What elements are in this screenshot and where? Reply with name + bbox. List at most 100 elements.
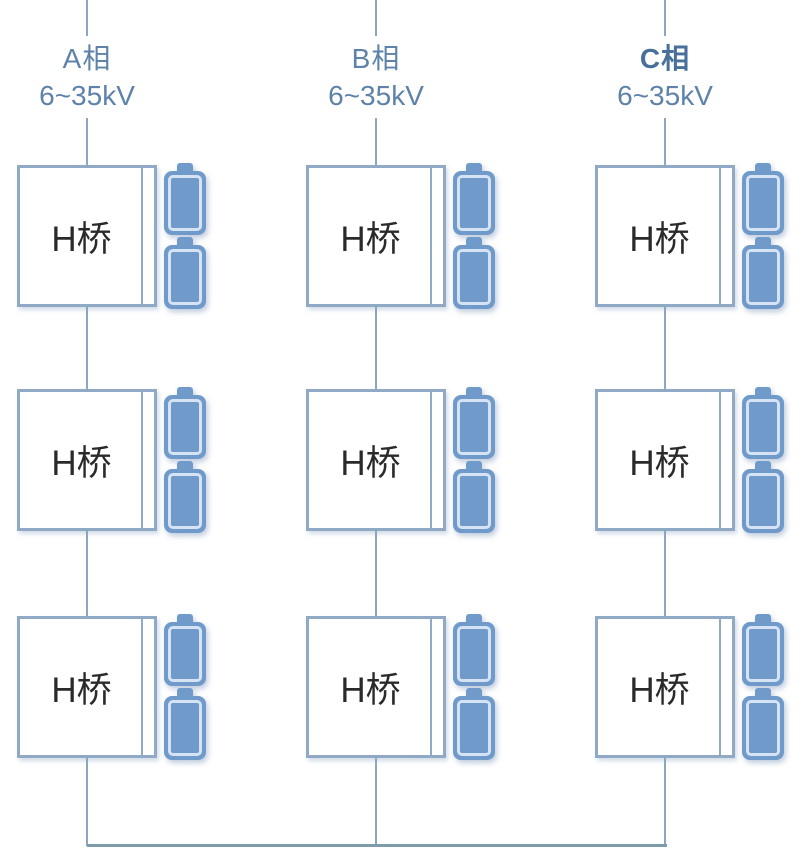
battery-body bbox=[164, 469, 206, 533]
h-bridge-box: H桥 bbox=[595, 165, 735, 307]
battery-terminal bbox=[177, 387, 193, 395]
battery-terminal bbox=[177, 461, 193, 469]
h-bridge-label: H桥 bbox=[629, 670, 690, 710]
battery-terminal bbox=[755, 461, 771, 469]
battery-body bbox=[742, 245, 784, 309]
phase-b-module-2: H桥 bbox=[306, 387, 496, 533]
battery-terminal bbox=[466, 614, 482, 622]
phase-c-series-link-1 bbox=[664, 306, 666, 390]
battery-icon bbox=[742, 387, 784, 459]
dc-link-divider bbox=[430, 619, 432, 755]
battery-body bbox=[742, 696, 784, 760]
phase-b-neutral-link bbox=[375, 757, 377, 846]
battery-core bbox=[168, 473, 202, 529]
battery-icon bbox=[164, 237, 206, 309]
dc-link-divider bbox=[430, 392, 432, 528]
battery-terminal bbox=[755, 688, 771, 696]
battery-stack bbox=[453, 387, 495, 533]
battery-stack bbox=[742, 163, 784, 309]
battery-icon bbox=[164, 461, 206, 533]
phase-b-top-stub-line bbox=[375, 0, 377, 36]
h-bridge-label: H桥 bbox=[629, 443, 690, 483]
battery-terminal bbox=[466, 237, 482, 245]
battery-core bbox=[746, 399, 780, 455]
battery-icon bbox=[453, 163, 495, 235]
battery-terminal bbox=[177, 614, 193, 622]
phase-c-voltage-label: 6~35kV bbox=[617, 80, 713, 111]
battery-body bbox=[742, 171, 784, 235]
battery-icon bbox=[742, 163, 784, 235]
phase-b-series-link-2 bbox=[375, 529, 377, 617]
phase-a-module-1: H桥 bbox=[17, 163, 207, 309]
h-bridge-box: H桥 bbox=[17, 616, 157, 758]
battery-terminal bbox=[755, 387, 771, 395]
battery-body bbox=[742, 395, 784, 459]
battery-icon bbox=[742, 237, 784, 309]
battery-core bbox=[746, 700, 780, 756]
h-bridge-box: H桥 bbox=[306, 165, 446, 307]
phase-c-name-label: C相 bbox=[639, 43, 691, 74]
dc-link-divider bbox=[719, 168, 721, 304]
battery-core bbox=[457, 473, 491, 529]
battery-terminal bbox=[177, 163, 193, 171]
dc-link-divider bbox=[719, 619, 721, 755]
battery-core bbox=[746, 473, 780, 529]
battery-terminal bbox=[755, 163, 771, 171]
battery-core bbox=[457, 399, 491, 455]
phase-b-module-1: H桥 bbox=[306, 163, 496, 309]
battery-icon bbox=[742, 688, 784, 760]
phase-c-feed-line bbox=[664, 118, 666, 166]
battery-core bbox=[746, 175, 780, 231]
battery-body bbox=[453, 696, 495, 760]
battery-icon bbox=[742, 614, 784, 686]
battery-stack bbox=[453, 163, 495, 309]
battery-icon bbox=[453, 387, 495, 459]
phase-c-neutral-link bbox=[664, 757, 666, 846]
battery-core bbox=[168, 249, 202, 305]
phase-a-series-link-1 bbox=[86, 306, 88, 390]
battery-icon bbox=[164, 688, 206, 760]
battery-core bbox=[168, 700, 202, 756]
battery-stack bbox=[453, 614, 495, 760]
battery-core bbox=[457, 626, 491, 682]
h-bridge-box: H桥 bbox=[17, 165, 157, 307]
phase-a-top-stub-line bbox=[86, 0, 88, 36]
battery-icon bbox=[742, 461, 784, 533]
battery-body bbox=[742, 622, 784, 686]
battery-icon bbox=[453, 237, 495, 309]
dc-link-divider bbox=[141, 392, 143, 528]
dc-link-divider bbox=[719, 392, 721, 528]
h-bridge-label: H桥 bbox=[51, 443, 112, 483]
battery-stack bbox=[164, 614, 206, 760]
battery-core bbox=[457, 175, 491, 231]
h-bridge-box: H桥 bbox=[17, 389, 157, 531]
phase-a-module-2: H桥 bbox=[17, 387, 207, 533]
battery-terminal bbox=[466, 163, 482, 171]
h-bridge-label: H桥 bbox=[51, 219, 112, 259]
battery-body bbox=[164, 696, 206, 760]
battery-terminal bbox=[177, 688, 193, 696]
battery-icon bbox=[453, 461, 495, 533]
phase-a-series-link-2 bbox=[86, 529, 88, 617]
phase-a-module-3: H桥 bbox=[17, 614, 207, 760]
battery-body bbox=[164, 395, 206, 459]
battery-icon bbox=[164, 387, 206, 459]
h-bridge-label: H桥 bbox=[340, 219, 401, 259]
battery-body bbox=[453, 395, 495, 459]
phase-c-module-3: H桥 bbox=[595, 614, 785, 760]
phase-b-voltage-label: 6~35kV bbox=[328, 80, 424, 111]
phase-column-b: B相 6~35kV H桥 H桥 bbox=[306, 0, 496, 851]
dc-link-divider bbox=[430, 168, 432, 304]
phase-a-voltage-label: 6~35kV bbox=[39, 80, 135, 111]
h-bridge-box: H桥 bbox=[306, 389, 446, 531]
h-bridge-label: H桥 bbox=[629, 219, 690, 259]
phase-c-top-stub-line bbox=[664, 0, 666, 36]
battery-core bbox=[457, 700, 491, 756]
battery-body bbox=[453, 469, 495, 533]
h-bridge-box: H桥 bbox=[595, 389, 735, 531]
battery-core bbox=[168, 175, 202, 231]
battery-stack bbox=[164, 163, 206, 309]
battery-body bbox=[742, 469, 784, 533]
battery-icon bbox=[453, 688, 495, 760]
battery-body bbox=[453, 171, 495, 235]
